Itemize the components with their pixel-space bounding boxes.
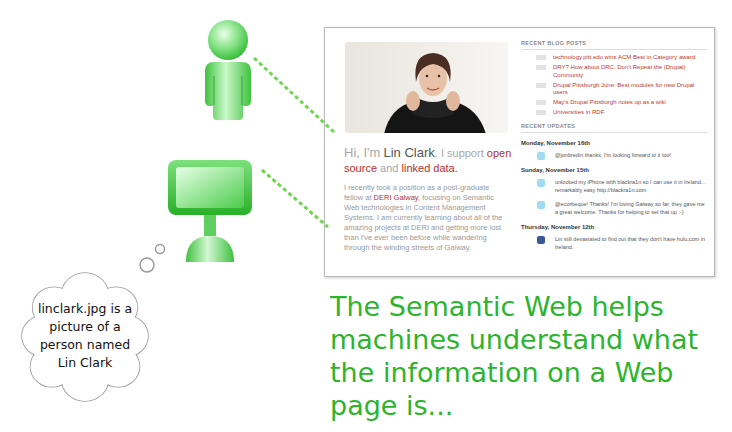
status-update: unlocked my iPhone with blackra1n so I c… xyxy=(555,179,707,194)
cloud-outline xyxy=(22,271,148,401)
blog-post-link: May's Drupal Pittsburgh notes up as a wi… xyxy=(553,99,707,107)
person-icon xyxy=(205,20,251,120)
bio-paragraph: I recently took a position as a post-gra… xyxy=(344,183,510,253)
sidebar: RECENT BLOG POSTS technology.pitt.edu wi… xyxy=(521,40,707,258)
bubble-text: linclark.jpg is a picture of a person na… xyxy=(35,300,135,372)
bubble-text: linclark.jpg is a picture of a person na… xyxy=(35,300,135,372)
caption: The Semantic Web helps machines understa… xyxy=(330,290,726,422)
blog-post-link: Drupal Pittsburgh June: Best modules for… xyxy=(553,82,707,97)
leader-line xyxy=(254,58,334,227)
section-heading: RECENT UPDATES xyxy=(521,123,707,133)
date-heading: Sunday, November 15th xyxy=(521,166,707,174)
person-name: Lin Clark xyxy=(384,145,435,160)
thought-trail xyxy=(140,245,165,273)
profile-photo xyxy=(345,42,508,133)
status-update: @jonbredin thanks, I'm looking forward t… xyxy=(555,152,707,160)
intro-line: Hi, I'm Lin Clark. I support open source… xyxy=(344,145,518,176)
blog-post-link: DRY? How about DRC: Don't Repeat the (Dr… xyxy=(553,64,707,79)
greeting: Hi, I'm xyxy=(344,145,380,160)
computer-icon xyxy=(168,160,252,262)
link-text: DERI Galway xyxy=(374,193,418,202)
intro-text: and xyxy=(380,162,398,174)
blog-post-link: technology.pitt.edu wins ACM Best in Cat… xyxy=(553,54,707,62)
status-update: @ecorbeque! Thanks! I'm loving Galway so… xyxy=(555,201,707,216)
status-update: Lin still devastated to find out that th… xyxy=(555,236,707,251)
section-heading: RECENT BLOG POSTS xyxy=(521,40,707,50)
thought-bubble: linclark.jpg is a picture of a person na… xyxy=(22,271,148,401)
date-heading: Monday, November 16th xyxy=(521,139,707,147)
intro-text: . I support xyxy=(435,147,484,159)
link-text: linked data. xyxy=(402,162,458,174)
blog-post-link: Universities in RDF xyxy=(553,109,707,117)
date-heading: Thursday, November 12th xyxy=(521,223,707,231)
